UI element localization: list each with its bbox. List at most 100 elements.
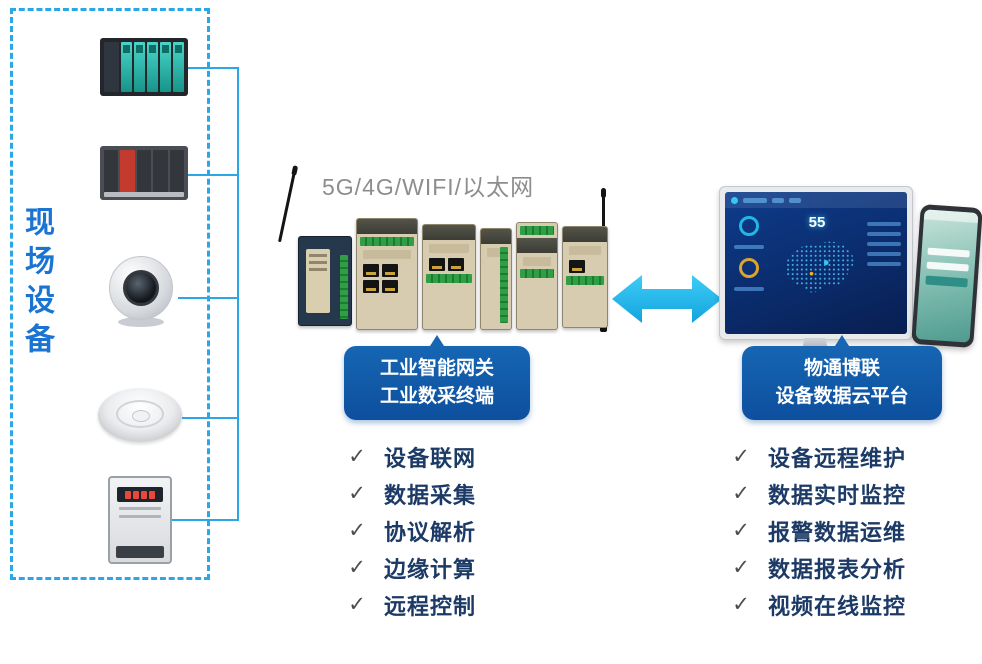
cloud-title-line1: 物通博联 (803, 357, 880, 379)
gateway-terminal-block (520, 269, 554, 278)
plc-rail (104, 192, 184, 197)
feature-label: 视频在线监控 (768, 593, 907, 619)
camera-base (118, 317, 164, 327)
gateway-feature-list: ✓ 设备联网 ✓ 数据采集 ✓ 协议解析 ✓ 边缘计算 ✓ 远程控制 (346, 438, 476, 623)
plc-module-red (120, 150, 135, 192)
ethernet-port (569, 260, 585, 273)
feature-label: 远程控制 (384, 593, 477, 619)
phone-login-button (925, 275, 968, 288)
plc-module (136, 150, 152, 192)
ip-camera-icon (104, 256, 178, 334)
gateway-device-icon (422, 224, 476, 330)
feature-label: 数据报表分析 (768, 556, 907, 582)
gauge-icon (739, 258, 759, 278)
cloud-feature-list: ✓ 设备远程维护 ✓ 数据实时监控 ✓ 报警数据运维 ✓ 数据报表分析 ✓ 视频… (730, 438, 906, 623)
feature-item: ✓ 报警数据运维 (730, 512, 906, 549)
plc-module (169, 150, 185, 192)
plc-module (104, 150, 119, 192)
gateway-ports (569, 260, 601, 273)
plc-io-module (121, 42, 132, 92)
feature-label: 数据实时监控 (768, 482, 907, 508)
stat-bar (734, 245, 764, 249)
feature-label: 数据采集 (384, 482, 477, 508)
gateway-terminal-block (566, 276, 604, 285)
plc-io-module (173, 42, 184, 92)
smoke-detector-body (98, 388, 182, 442)
smoke-detector-icon (98, 388, 182, 446)
stat-bar (867, 232, 901, 236)
gateway-terminal-block (360, 237, 414, 246)
check-icon: ✓ (348, 593, 366, 616)
check-icon: ✓ (732, 445, 750, 468)
dashboard-menu-block (772, 197, 784, 203)
cloud-title-bubble: 物通博联 设备数据云平台 (742, 346, 942, 420)
check-icon: ✓ (732, 556, 750, 579)
plc-io-module (134, 42, 145, 92)
plc-io-module (160, 42, 171, 92)
smartphone-icon (911, 204, 982, 348)
gateway-label-strip (523, 257, 551, 266)
plc-io-module (147, 42, 158, 92)
china-map: 55 (773, 214, 861, 326)
bidirectional-arrow-icon (612, 275, 722, 323)
gateway-ports (363, 264, 411, 293)
stat-bar (867, 252, 901, 256)
dashboard-stat-value: 55 (808, 214, 826, 231)
check-icon: ✓ (348, 556, 366, 579)
gateway-top-cap (423, 225, 475, 240)
check-icon: ✓ (348, 445, 366, 468)
feature-item: ✓ 边缘计算 (346, 549, 476, 586)
stat-bar (867, 242, 901, 246)
stat-bar (867, 222, 901, 226)
feature-label: 边缘计算 (384, 556, 477, 582)
phone-screen (915, 209, 979, 343)
check-icon: ✓ (348, 519, 366, 542)
connector-line (188, 174, 237, 176)
feature-label: 协议解析 (384, 519, 477, 545)
meter-label-line (119, 507, 161, 510)
gateway-terminal-block (520, 226, 554, 235)
dashboard-logo (731, 196, 738, 204)
meter-terminals (116, 546, 164, 558)
gateway-label-strip (363, 250, 411, 259)
connectivity-label: 5G/4G/WIFI/以太网 (322, 174, 535, 200)
phone-input-field (926, 261, 969, 272)
gateway-top-cap (517, 238, 557, 253)
check-icon: ✓ (732, 482, 750, 505)
plc-cpu-module (104, 42, 119, 92)
gateway-terminal-block (340, 255, 348, 319)
antenna-icon (278, 173, 296, 243)
gateway-terminal-block (500, 247, 508, 323)
gateway-label-strip (429, 244, 469, 253)
gateway-device-icon (480, 228, 512, 330)
gateway-device-icon (356, 218, 418, 330)
feature-item: ✓ 数据实时监控 (730, 475, 906, 512)
gateway-device-icon (562, 226, 608, 328)
gateway-front-panel (306, 249, 330, 313)
check-icon: ✓ (348, 482, 366, 505)
connector-line (182, 417, 237, 419)
ethernet-port (448, 258, 464, 271)
energy-meter-icon (108, 476, 172, 564)
gateway-device-icon (298, 236, 352, 326)
ethernet-port (363, 280, 379, 293)
plc-module (153, 150, 168, 192)
gateway-top-cap (563, 227, 607, 242)
ethernet-port (382, 280, 398, 293)
meter-digit (149, 490, 155, 499)
gateway-top-cap (481, 229, 511, 244)
stat-bar (734, 287, 764, 291)
feature-item: ✓ 远程控制 (346, 586, 476, 623)
dashboard-screen: 55 (725, 192, 907, 334)
feature-item: ✓ 数据采集 (346, 475, 476, 512)
connector-line (172, 519, 237, 521)
meter-digit (133, 490, 139, 499)
connector-bus-line (237, 67, 239, 521)
stat-bar (867, 262, 901, 266)
dashboard-title-block (743, 197, 767, 203)
field-devices-label: 现场设备 (20, 206, 53, 362)
check-icon: ✓ (732, 593, 750, 616)
feature-item: ✓ 数据报表分析 (730, 549, 906, 586)
gateway-title-bubble: 工业智能网关 工业数采终端 (344, 346, 530, 420)
gateway-label-strip (569, 246, 601, 255)
